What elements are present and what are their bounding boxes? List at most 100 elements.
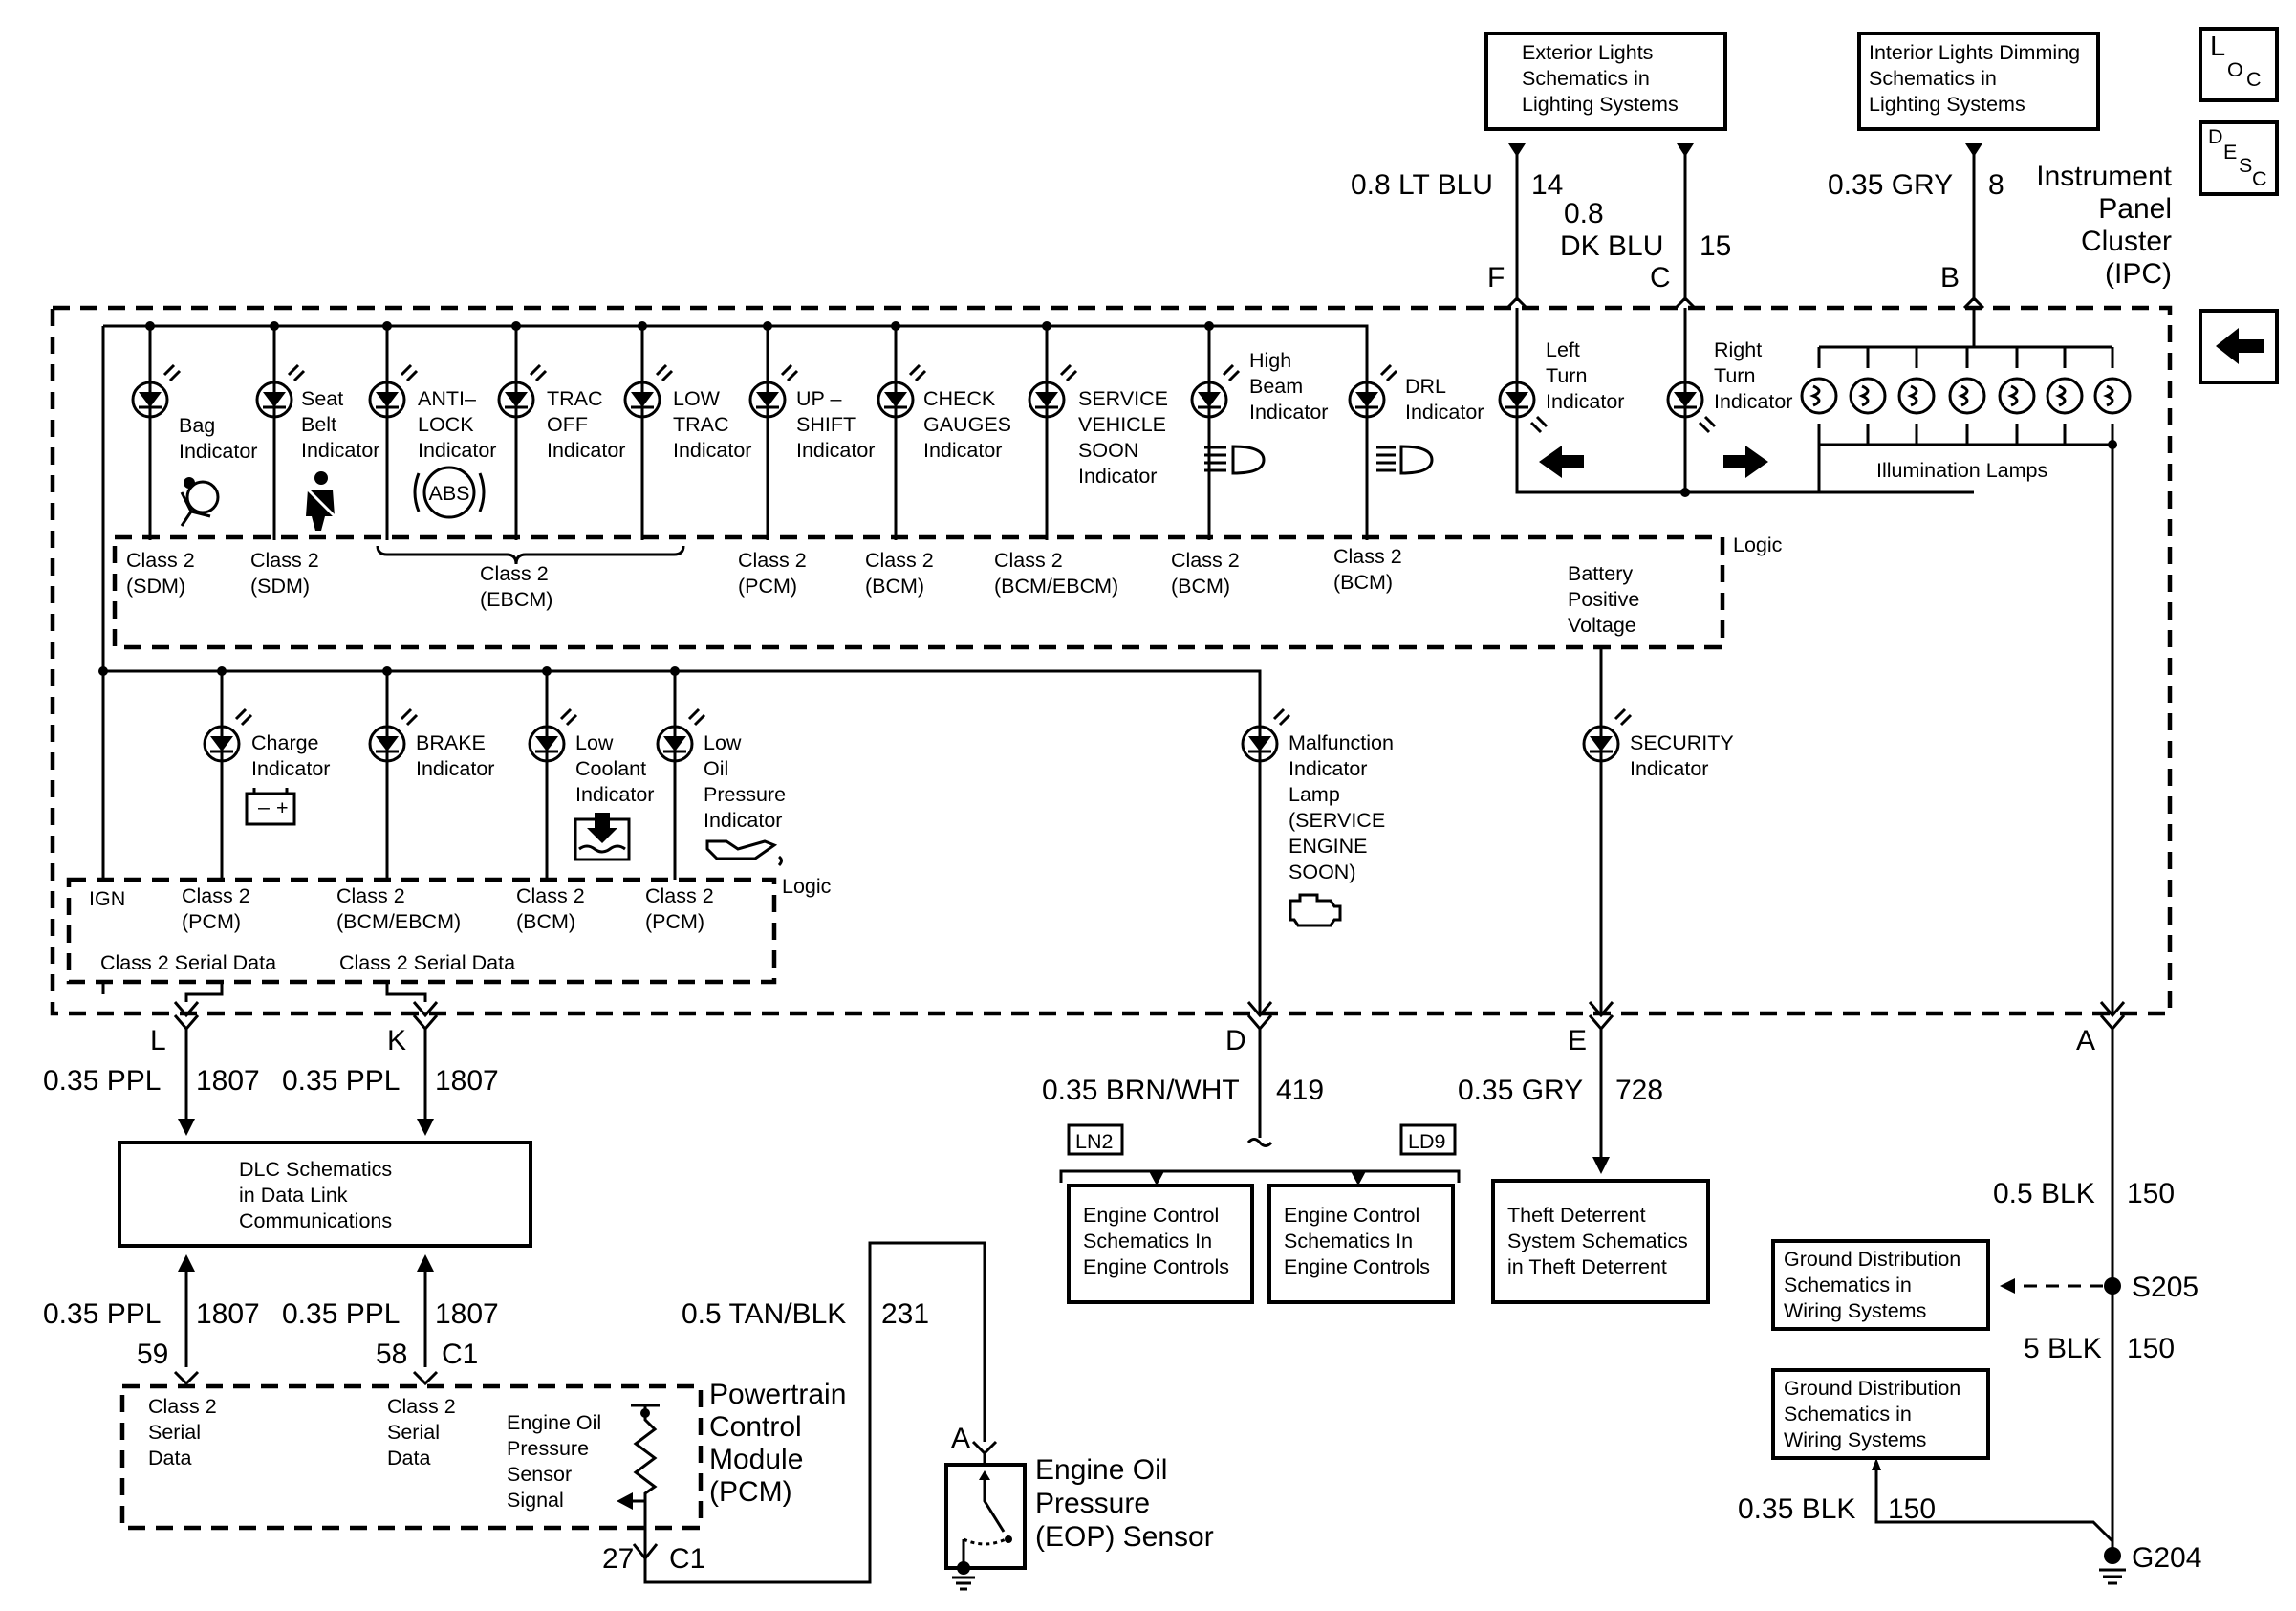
svg-text:Indicator: Indicator	[1714, 390, 1792, 413]
wire-15-dk-blu: 0.8 DK BLU 15 C	[1560, 143, 1731, 301]
svg-text:59: 59	[137, 1339, 168, 1370]
svg-text:Class 2: Class 2	[516, 884, 585, 907]
ground-distribution-reference-box-1[interactable]: Ground Distribution Schematics in Wiring…	[1771, 1239, 1990, 1331]
svg-text:O: O	[2227, 58, 2243, 81]
svg-text:Powertrain: Powertrain	[709, 1379, 846, 1410]
seatbelt-icon	[306, 471, 336, 531]
svg-text:58: 58	[376, 1339, 407, 1370]
svg-text:TRAC: TRAC	[673, 413, 729, 436]
pin-labels-bottom: L K D E A	[150, 1025, 2095, 1056]
lamp-1	[1800, 347, 1838, 445]
dlc-reference-box[interactable]: DLC Schematics in Data Link Communicatio…	[118, 1141, 532, 1248]
svg-text:Ground Distribution: Ground Distribution	[1784, 1248, 1960, 1271]
svg-text:Serial: Serial	[148, 1421, 201, 1444]
ref-line-3: Lighting Systems	[1869, 93, 2025, 116]
svg-text:Indicator: Indicator	[1405, 401, 1484, 424]
security-indicator: SECURITY Indicator	[1582, 647, 1734, 1013]
svg-text:Battery: Battery	[1568, 562, 1633, 585]
svg-text:(PCM): (PCM)	[738, 575, 797, 598]
svg-text:Indicator: Indicator	[416, 757, 494, 780]
wire-419-brn-wht: 0.35 BRN/WHT 419	[1042, 1029, 1324, 1147]
svg-text:(BCM): (BCM)	[516, 910, 575, 933]
left-arrow-icon[interactable]	[2199, 309, 2279, 384]
svg-text:SERVICE: SERVICE	[1078, 387, 1168, 410]
svg-text:Indicator: Indicator	[923, 439, 1002, 462]
svg-text:14: 14	[1531, 169, 1563, 201]
svg-text:Engine Control: Engine Control	[1284, 1204, 1419, 1227]
svg-text:in Theft Deterrent: in Theft Deterrent	[1507, 1255, 1667, 1278]
svg-text:Engine Control: Engine Control	[1083, 1204, 1219, 1227]
wire-231-tan-blk: 0.5 TAN/BLK 231	[643, 1241, 986, 1584]
description-icon[interactable]: D E S C	[2199, 120, 2279, 196]
right-turn-indicator: Right Turn Indicator	[1666, 308, 1792, 497]
svg-text:Class 2: Class 2	[738, 549, 807, 572]
logic-row2-labels: IGN Class 2 (PCM) Class 2 (BCM/EBCM) Cla…	[89, 884, 714, 974]
engine-control-reference-box-1[interactable]: Engine Control Schematics In Engine Cont…	[1067, 1184, 1254, 1304]
ipc-pcm1-to-l	[184, 982, 224, 1002]
exterior-lights-reference-box[interactable]: Exterior Lights Schematics in Lighting S…	[1484, 32, 1727, 131]
theft-deterrent-reference-box[interactable]: Theft Deterrent System Schematics in The…	[1491, 1179, 1710, 1304]
svg-text:27: 27	[602, 1543, 634, 1575]
svg-text:GAUGES: GAUGES	[923, 413, 1011, 436]
wire-8-gry: 0.35 GRY 8 B	[1828, 143, 2004, 301]
svg-text:Control: Control	[709, 1411, 802, 1443]
logic-box-row2	[66, 877, 777, 985]
svg-text:Class 2: Class 2	[250, 549, 319, 572]
svg-text:OFF: OFF	[547, 413, 588, 436]
svg-text:(BCM/EBCM): (BCM/EBCM)	[994, 575, 1118, 598]
malfunction-indicator-lamp: Malfunction Indicator Lamp (SERVICE ENGI…	[1241, 708, 1394, 927]
logic-box-row1	[112, 534, 1725, 650]
wire-1807-pcm-59: 0.35 PPL 1807 59	[43, 1254, 260, 1386]
interior-dimming-reference-box[interactable]: Interior Lights Dimming Schematics in Li…	[1857, 32, 2100, 131]
svg-text:DLC Schematics: DLC Schematics	[239, 1158, 392, 1181]
svg-text:Oil: Oil	[704, 757, 728, 780]
svg-text:Class 2 Serial Data: Class 2 Serial Data	[339, 951, 515, 974]
svg-text:Wiring Systems: Wiring Systems	[1784, 1299, 1926, 1322]
svg-text:0.35 BRN/WHT: 0.35 BRN/WHT	[1042, 1075, 1240, 1106]
resistor-symbol	[617, 1404, 660, 1558]
svg-text:150: 150	[2127, 1178, 2175, 1209]
svg-text:1807: 1807	[196, 1298, 260, 1330]
svg-text:VEHICLE: VEHICLE	[1078, 413, 1166, 436]
pcm-connector-27: 27 C1	[602, 1543, 705, 1575]
svg-text:Serial: Serial	[387, 1421, 440, 1444]
svg-text:LOW: LOW	[673, 387, 721, 410]
logic-label: Logic	[782, 875, 832, 898]
svg-text:LOCK: LOCK	[418, 413, 474, 436]
engine-control-reference-box-2[interactable]: Engine Control Schematics In Engine Cont…	[1267, 1184, 1455, 1304]
location-icon[interactable]: L O C	[2199, 27, 2279, 102]
svg-text:Engine Oil: Engine Oil	[507, 1411, 601, 1434]
svg-text:SOON: SOON	[1078, 439, 1138, 462]
left-arrow-icon	[1539, 446, 1584, 478]
lamp-5	[1998, 347, 2036, 445]
svg-text:(SDM): (SDM)	[250, 575, 310, 598]
svg-text:Class 2: Class 2	[865, 549, 934, 572]
svg-text:Class 2: Class 2	[148, 1395, 217, 1418]
trac-off-indicator: TRAC OFF Indicator	[497, 326, 625, 540]
svg-text:BRAKE: BRAKE	[416, 731, 486, 754]
svg-text:LN2: LN2	[1075, 1130, 1113, 1153]
svg-text:(EBCM): (EBCM)	[480, 588, 552, 611]
abs-icon: ABS	[413, 466, 486, 519]
ground-g204: G204	[2099, 1542, 2201, 1585]
svg-text:1807: 1807	[196, 1065, 260, 1097]
svg-text:0.35 GRY: 0.35 GRY	[1828, 169, 1953, 201]
engine-icon	[1289, 893, 1342, 927]
svg-text:Indicator: Indicator	[796, 439, 875, 462]
svg-text:DK BLU: DK BLU	[1560, 230, 1663, 262]
svg-text:E: E	[2223, 141, 2237, 163]
svg-text:–: –	[258, 795, 270, 818]
svg-text:(BCM/EBCM): (BCM/EBCM)	[336, 910, 461, 933]
svg-text:Low: Low	[575, 731, 614, 754]
svg-text:Class 2: Class 2	[994, 549, 1063, 572]
svg-text:1807: 1807	[435, 1298, 499, 1330]
svg-text:C: C	[2246, 68, 2262, 91]
antilock-indicator: ANTI– LOCK Indicator ABS	[368, 326, 496, 540]
svg-text:E: E	[1568, 1025, 1587, 1056]
svg-text:Wiring Systems: Wiring Systems	[1784, 1428, 1926, 1451]
ground-distribution-reference-box-2[interactable]: Ground Distribution Schematics in Wiring…	[1771, 1368, 1990, 1460]
svg-text:Positive: Positive	[1568, 588, 1639, 611]
svg-text:(PCM): (PCM)	[182, 910, 241, 933]
svg-text:0.35 GRY: 0.35 GRY	[1458, 1075, 1583, 1106]
svg-text:150: 150	[2127, 1333, 2175, 1364]
